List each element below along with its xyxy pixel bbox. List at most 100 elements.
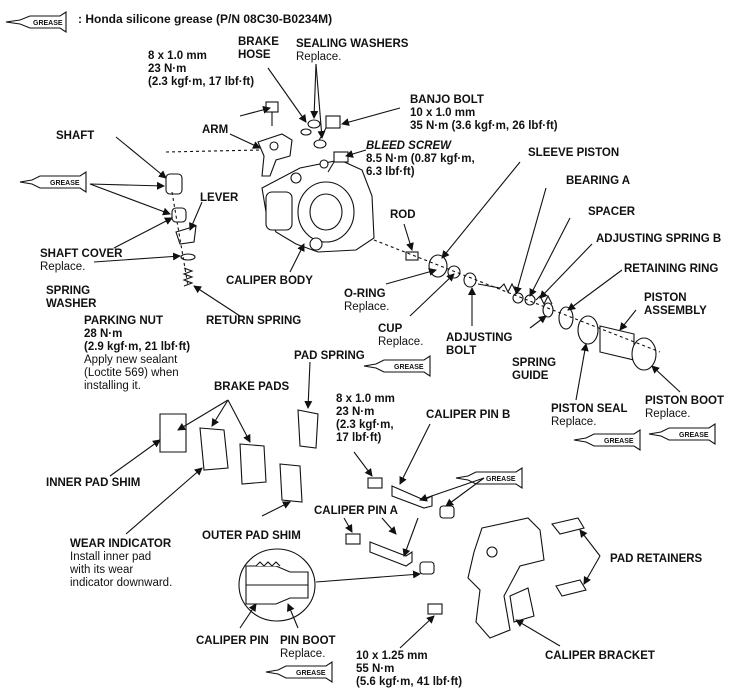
spec-line: 8.5 N·m (0.87 kgf·m,	[366, 153, 475, 165]
retaining-ring-label: RETAINING RING	[624, 263, 719, 275]
grease-tube-icon: GREASE	[573, 428, 641, 452]
o-ring-cup	[428, 254, 448, 278]
piston-seal	[577, 315, 599, 345]
arm	[257, 133, 293, 177]
label-line: HOSE	[238, 49, 271, 61]
caliper-body-label: CALIPER BODY	[226, 275, 313, 287]
label-note: Replace.	[296, 51, 342, 63]
bolt-spec-bottom: 10 x 1.25 mm 55 N·m (5.6 kgf·m, 41 lbf·f…	[356, 650, 462, 689]
spec-line: 23 N·m	[148, 63, 187, 75]
legend-text: : Honda silicone grease (P/N 08C30-B0234…	[78, 12, 333, 26]
leader-lines	[89, 63, 681, 649]
parking-nut-label: PARKING NUT 28 N·m (2.9 kgf·m, 21 lbf·ft…	[84, 315, 190, 393]
pad-spring-label: PAD SPRING	[294, 350, 365, 362]
label-line: WASHER	[46, 298, 97, 310]
label-title: WEAR INDICATOR	[70, 538, 172, 550]
spec-line: (2.3 kgf·m,	[336, 419, 394, 431]
label-title: CUP	[378, 323, 403, 335]
label-line: PISTON	[644, 292, 687, 304]
bleed-screw-label: BLEED SCREW 8.5 N·m (0.87 kgf·m, 6.3 lbf…	[366, 140, 475, 179]
spec-line: 8 x 1.0 mm	[336, 393, 395, 405]
sleeve-piston-label: SLEEVE PISTON	[528, 147, 620, 159]
spec-line: 28 N·m	[84, 328, 123, 340]
grease-tube-icon: GREASE	[648, 422, 716, 446]
arm-label: ARM	[202, 124, 229, 136]
spec-line: Apply new sealant	[84, 354, 178, 366]
grease-tube-legend-icon: GREASE	[5, 10, 67, 34]
grease-tag-text: GREASE	[33, 20, 63, 27]
o-ring-label: O-RING Replace.	[344, 288, 389, 314]
label-title: PARKING NUT	[84, 315, 164, 327]
grease-tag-text: GREASE	[394, 364, 424, 371]
arm-hole	[269, 141, 279, 151]
inner-pad-shim	[159, 413, 187, 453]
piston-seal-label: PISTON SEAL Replace.	[551, 403, 627, 429]
spec-line: 17 lbf·ft)	[336, 432, 382, 444]
label-line: SPRING	[46, 285, 91, 297]
label-title: O-RING	[344, 288, 386, 300]
label-line: BRAKE	[238, 36, 279, 48]
label-line: BOLT	[446, 345, 477, 357]
outer-brake-pad	[239, 443, 267, 485]
spec-line: (2.3 kgf·m, 17 lbf·ft)	[148, 76, 255, 88]
label-note: with its wear	[70, 564, 134, 576]
inner-brake-pad	[199, 427, 229, 471]
spec-line: (2.9 kgf·m, 21 lbf·ft)	[84, 341, 191, 353]
spec-line: (Loctite 569) when	[84, 367, 179, 379]
spec-line: 10 x 1.0 mm	[410, 107, 476, 119]
spec-line: 55 N·m	[356, 663, 395, 675]
adjusting-spring-b-label: ADJUSTING SPRING B	[596, 233, 722, 245]
pad-retainer-top	[551, 517, 585, 535]
shaft-cover	[171, 207, 187, 223]
bracket-bolt	[427, 603, 443, 615]
caliper-pin-a-label: CALIPER PIN A	[314, 505, 398, 517]
grease-tube-icon: GREASE	[455, 466, 523, 490]
caliper-bracket-label: CALIPER BRACKET	[545, 650, 655, 662]
adjusting-bolt-label: ADJUSTING BOLT	[446, 332, 512, 358]
spacer-label: SPACER	[588, 206, 636, 218]
rod-label: ROD	[390, 209, 416, 221]
caliper-pin-a	[345, 533, 435, 575]
grease-tag-text: GREASE	[486, 476, 516, 483]
spec-line: 35 N·m (3.6 kgf·m, 26 lbf·ft)	[410, 120, 558, 132]
bolt-spec-mid: 8 x 1.0 mm 23 N·m (2.3 kgf·m, 17 lbf·ft)	[336, 393, 395, 445]
label-line: SPRING	[512, 357, 557, 369]
lever-label: LEVER	[200, 192, 239, 204]
label-note: Replace.	[645, 408, 691, 420]
label-note: Replace.	[280, 648, 326, 660]
grease-tube-icon: GREASE	[19, 170, 87, 194]
shaft-label: SHAFT	[56, 130, 95, 142]
label-note: Replace.	[40, 261, 86, 273]
label-title: BANJO BOLT	[410, 94, 484, 106]
label-note: Replace.	[551, 416, 597, 428]
spring-washer	[180, 253, 196, 261]
return-spring	[182, 267, 194, 287]
grease-tube-icon: GREASE	[363, 354, 431, 378]
wear-indicator-label: WEAR INDICATOR Install inner pad with it…	[70, 538, 172, 590]
spring-guide-label: SPRING GUIDE	[512, 357, 556, 383]
spec-line: (5.6 kgf·m, 41 lbf·ft)	[356, 676, 463, 688]
label-title: SEALING WASHERS	[296, 38, 409, 50]
label-note: Install inner pad	[70, 551, 152, 563]
grease-tag-text: GREASE	[296, 670, 326, 677]
label-line: GUIDE	[512, 370, 549, 382]
grease-tag-text: GREASE	[50, 180, 80, 187]
label-note: Replace.	[344, 301, 390, 313]
banjo-bolt	[300, 115, 341, 149]
shaft-cover-label: SHAFT COVER Replace.	[40, 248, 122, 274]
cup	[447, 265, 461, 279]
return-spring-label: RETURN SPRING	[206, 315, 302, 327]
brake-hose-label: BRAKE HOSE	[238, 36, 279, 62]
pin-boot-label: PIN BOOT Replace.	[280, 635, 336, 661]
brake-pads-label: BRAKE PADS	[214, 381, 290, 393]
piston-assembly-label: PISTON ASSEMBLY	[644, 292, 707, 318]
sleeve-piston	[463, 272, 477, 288]
spec-line: 23 N·m	[336, 406, 375, 418]
grease-tube-icon: GREASE	[265, 660, 333, 684]
label-title: SHAFT COVER	[40, 248, 123, 260]
grease-tag-text: GREASE	[679, 432, 709, 439]
caliper-bracket	[467, 517, 545, 639]
caliper-pin-label: CALIPER PIN	[196, 635, 269, 647]
label-title: PISTON BOOT	[645, 395, 725, 407]
